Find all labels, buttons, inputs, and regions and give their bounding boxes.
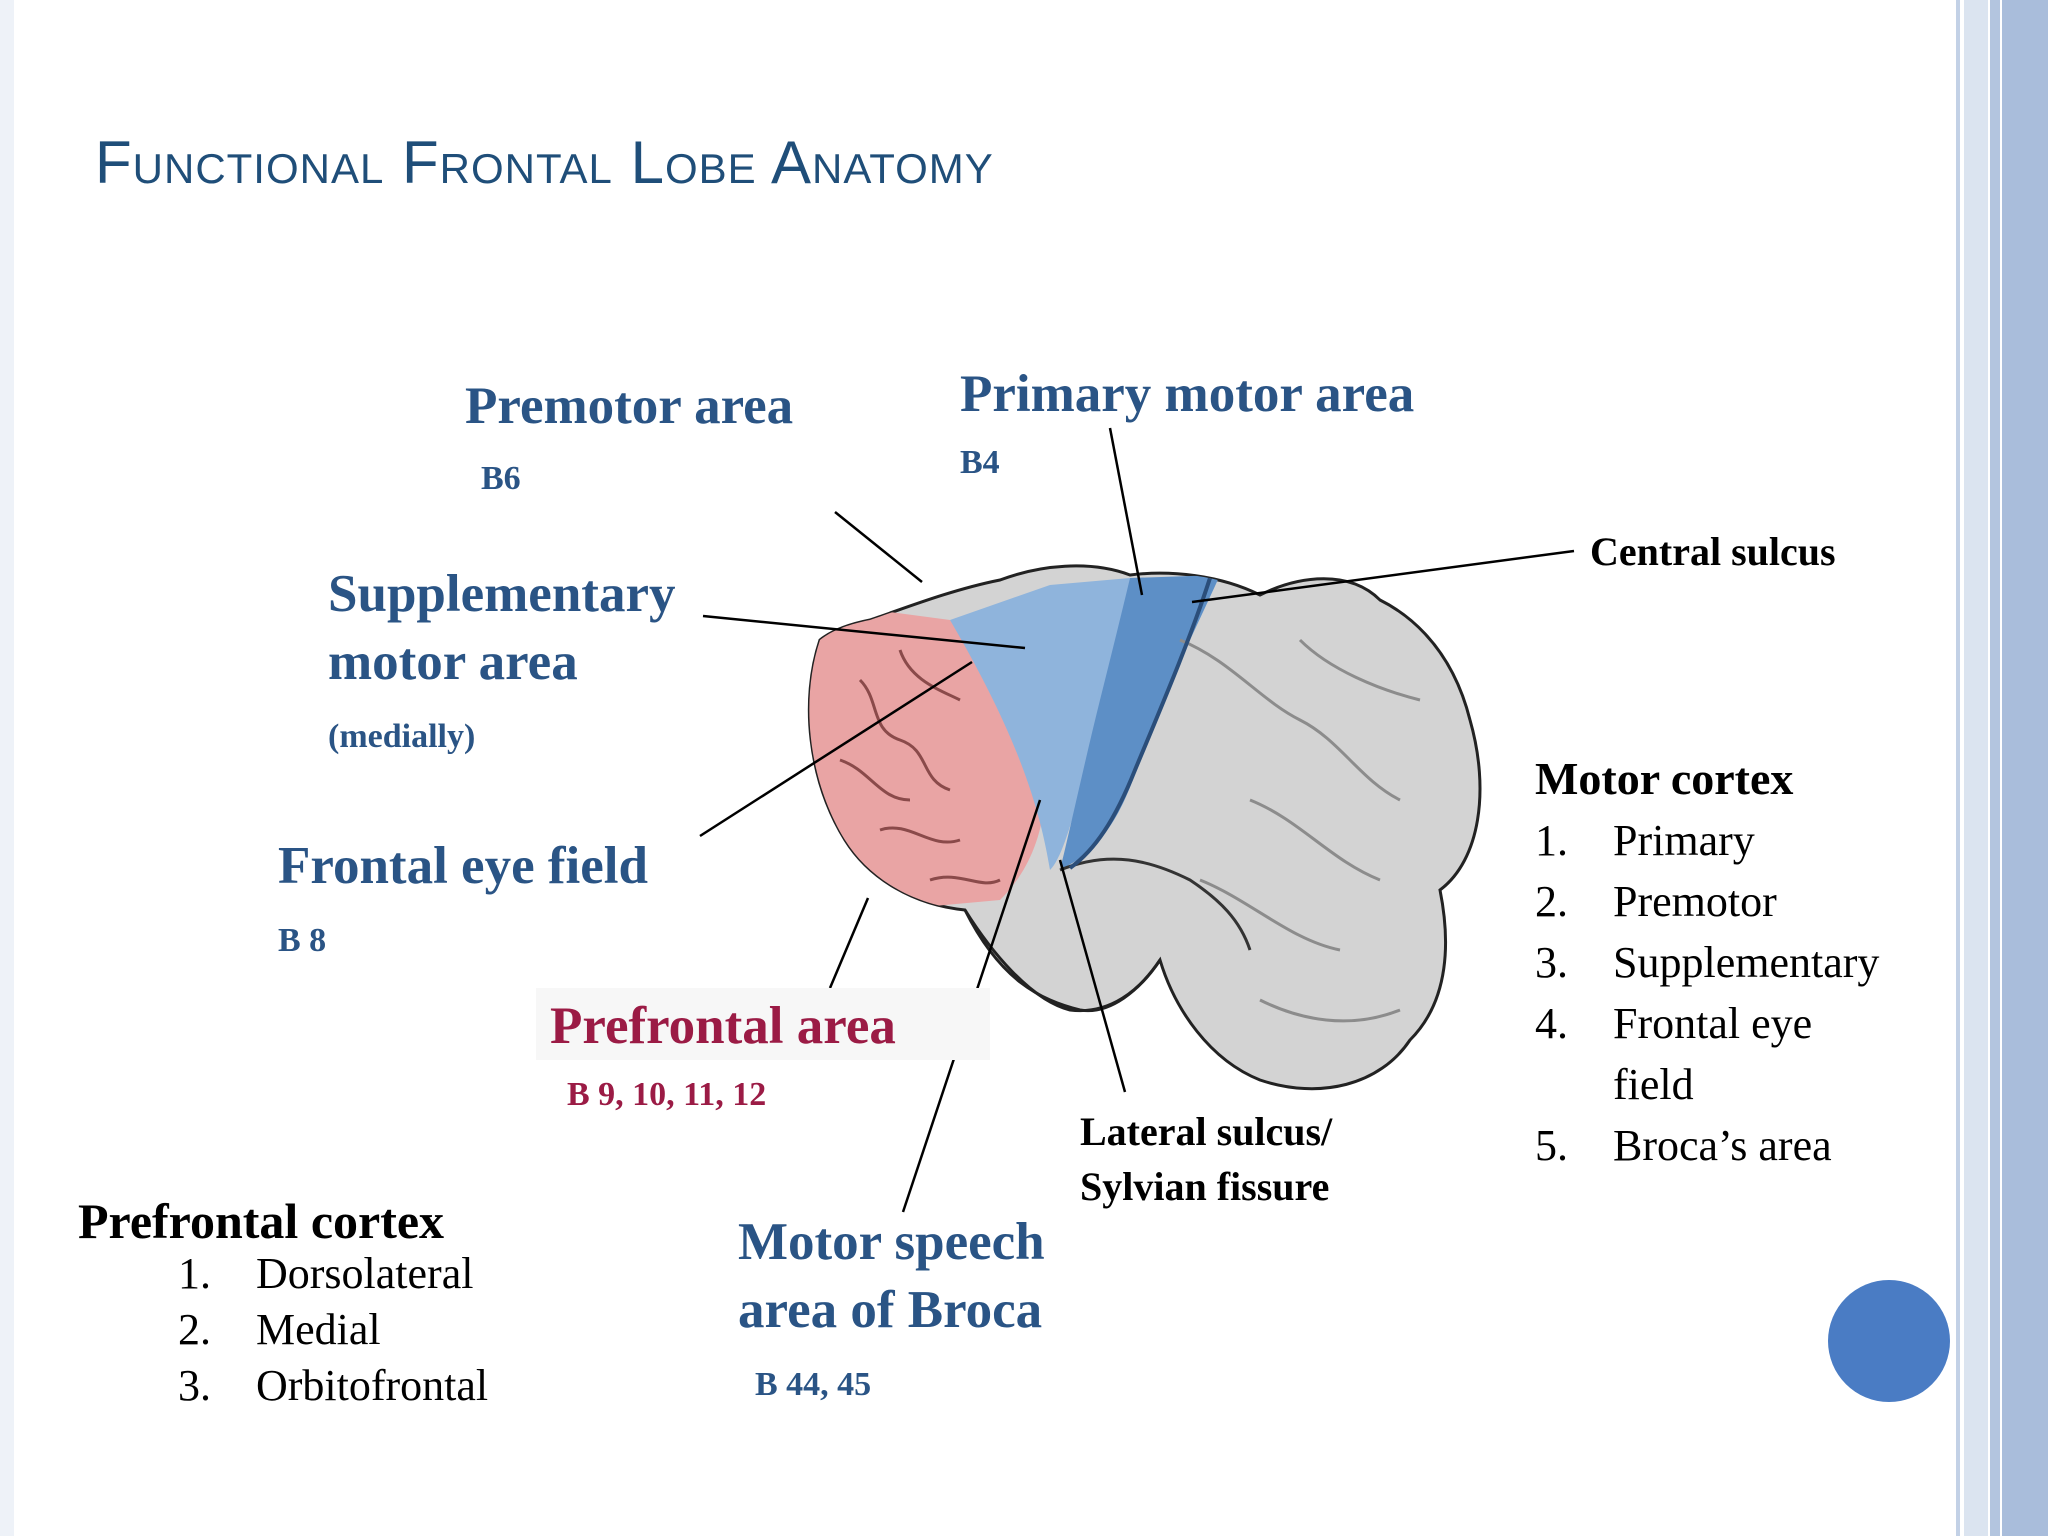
- label-broca-code: B 44, 45: [755, 1366, 872, 1403]
- primary-motor-region: [1060, 575, 1220, 870]
- label-central-sulcus: Central sulcus: [1590, 529, 1836, 574]
- list-item-text: field: [1613, 1060, 1694, 1109]
- list-item: 1. Dorsolateral: [178, 1246, 488, 1302]
- prefrontal-cortex-list: 1. Dorsolateral 2. Medial 3. Orbitofrontal: [178, 1246, 488, 1414]
- list-item-number: 4.: [1535, 999, 1568, 1048]
- label-prefrontal-code: B 9, 10, 11, 12: [567, 1076, 767, 1113]
- slide-border-stripe: [1990, 0, 2000, 1536]
- label-supplementary-line1: Supplementary: [328, 565, 676, 623]
- premotor-region: [950, 578, 1130, 870]
- list-item-number: 1.: [178, 1249, 211, 1298]
- label-supplementary-line2: motor area: [328, 633, 578, 691]
- motor-cortex-heading: Motor cortex: [1535, 753, 1794, 804]
- list-item-number: 3.: [178, 1361, 211, 1410]
- label-primary-motor-area: Primary motor area: [960, 365, 1415, 423]
- list-item: field: [1535, 1054, 1879, 1115]
- list-item: 2. Premotor: [1535, 871, 1879, 932]
- prefrontal-label-background: [536, 988, 990, 1060]
- list-item: 3. Supplementary: [1535, 932, 1879, 993]
- label-broca-line2: area of Broca: [738, 1281, 1043, 1339]
- list-item-text: Premotor: [1613, 877, 1777, 926]
- label-prefrontal-area: Prefrontal area: [550, 997, 896, 1055]
- label-lateral-sulcus-line1: Lateral sulcus/: [1080, 1109, 1333, 1154]
- list-item: 4. Frontal eye: [1535, 993, 1879, 1054]
- label-frontal-eye-field: Frontal eye field: [278, 837, 648, 895]
- motor-cortex-list: 1. Primary 2. Premotor 3. Supplementary 4. F…: [1535, 810, 1879, 1176]
- slide-title: Functional Frontal Lobe Anatomy: [95, 129, 994, 196]
- label-primary-motor-code: B4: [960, 444, 1000, 481]
- slide-left-edge: [0, 0, 14, 1536]
- list-item: 3. Orbitofrontal: [178, 1358, 488, 1414]
- prefrontal-cortex-heading: Prefrontal cortex: [78, 1193, 445, 1249]
- list-item-number: 2.: [1535, 877, 1568, 926]
- list-item: 2. Medial: [178, 1302, 488, 1358]
- label-lateral-sulcus-line2: Sylvian fissure: [1080, 1164, 1330, 1209]
- label-premotor-area: Premotor area: [465, 377, 794, 435]
- list-item-text: Orbitofrontal: [256, 1361, 489, 1410]
- list-item-text: Primary: [1613, 816, 1755, 865]
- list-item-number: 1.: [1535, 816, 1568, 865]
- slide-border-stripe: [1956, 0, 1960, 1536]
- list-item-text: Supplementary: [1613, 938, 1880, 987]
- list-item-text: Broca’s area: [1613, 1121, 1832, 1170]
- label-broca-line1: Motor speech: [738, 1213, 1045, 1271]
- label-premotor-code: B6: [481, 460, 521, 497]
- accent-circle: [1828, 1280, 1950, 1402]
- list-item-number: 3.: [1535, 938, 1568, 987]
- list-item-number: 2.: [178, 1305, 211, 1354]
- list-item-text: Frontal eye: [1613, 999, 1813, 1048]
- central-sulcus-line: [1068, 577, 1212, 870]
- list-item-number: 5.: [1535, 1121, 1568, 1170]
- slide-border-stripe: [2002, 0, 2048, 1536]
- slide-border-stripe: [1964, 0, 1988, 1536]
- list-item: 5. Broca’s area: [1535, 1115, 1879, 1176]
- list-item: 1. Primary: [1535, 810, 1879, 871]
- label-supplementary-note: (medially): [328, 718, 476, 755]
- list-item-text: Dorsolateral: [256, 1249, 474, 1298]
- label-frontal-eye-field-code: B 8: [278, 922, 327, 959]
- list-item-text: Medial: [256, 1305, 381, 1354]
